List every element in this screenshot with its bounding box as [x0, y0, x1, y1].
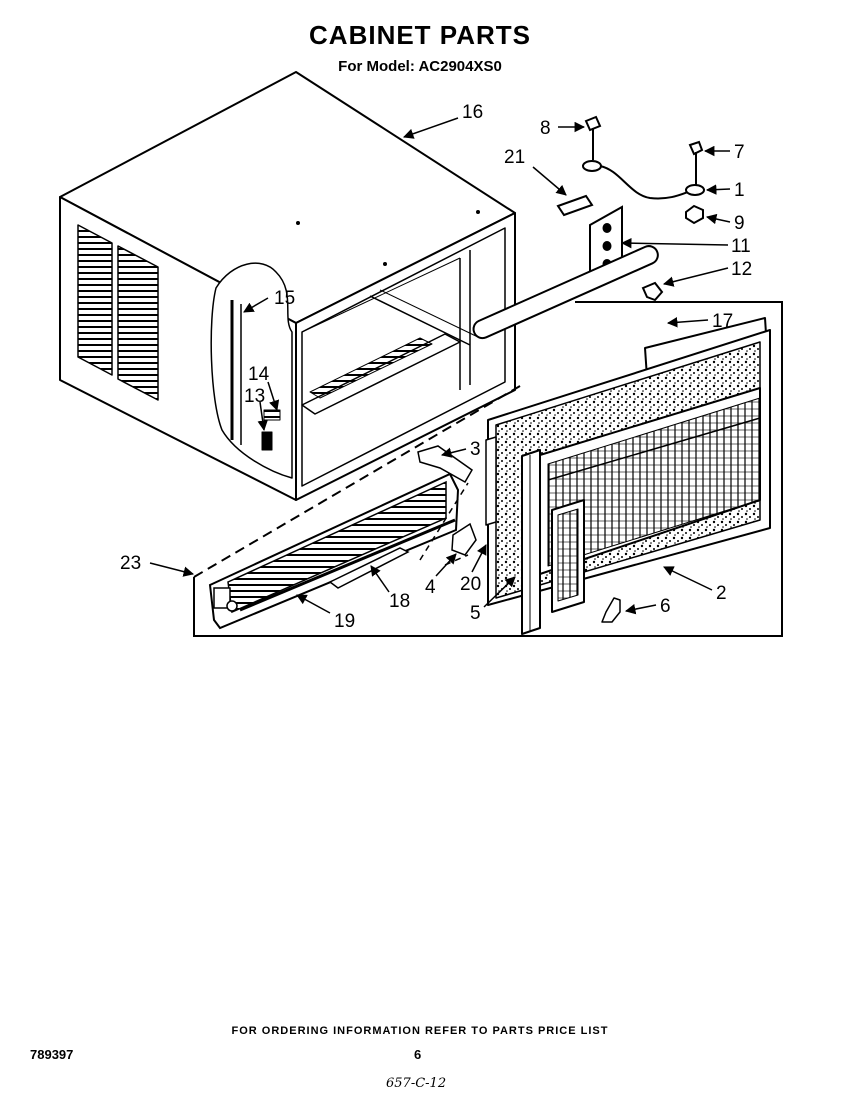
callout-labels: 16 15 14 13 8 21 7 1 9 11 12 17 3 23 19 … — [120, 102, 752, 632]
callout-7: 7 — [734, 142, 745, 163]
callout-5: 5 — [470, 603, 481, 624]
callout-23: 23 — [120, 553, 141, 574]
front-panel-assembly — [472, 245, 771, 635]
callout-9: 9 — [734, 213, 745, 234]
callout-1: 1 — [734, 180, 745, 201]
callout-8: 8 — [540, 118, 551, 139]
lower-assembly-outline — [193, 301, 783, 637]
model-subtitle: For Model: AC2904XS0 — [338, 58, 502, 75]
page-number: 6 — [414, 1047, 422, 1062]
callout-12: 12 — [731, 259, 752, 280]
callout-2: 2 — [716, 583, 727, 604]
document-number: 789397 — [30, 1047, 74, 1062]
callout-3: 3 — [470, 439, 481, 460]
cabinet-wrapper — [59, 71, 516, 501]
page-title: CABINET PARTS — [309, 20, 531, 50]
callout-20: 20 — [460, 574, 481, 595]
callout-4: 4 — [425, 577, 436, 598]
callout-16: 16 — [462, 102, 483, 123]
callout-21: 21 — [504, 147, 525, 168]
callout-19: 19 — [334, 611, 355, 632]
ground-wire-hardware — [556, 115, 705, 302]
callout-17: 17 — [712, 311, 733, 332]
callout-11: 11 — [731, 236, 751, 257]
callout-15: 15 — [274, 288, 295, 309]
callout-13: 13 — [244, 386, 265, 407]
callout-14: 14 — [248, 364, 270, 385]
ordering-info-note: FOR ORDERING INFORMATION REFER TO PARTS … — [231, 1025, 609, 1037]
handwritten-code: 657-C-12 — [386, 1076, 447, 1091]
callout-18: 18 — [389, 591, 410, 612]
callout-6: 6 — [660, 596, 671, 617]
leader-arrows — [149, 117, 731, 615]
